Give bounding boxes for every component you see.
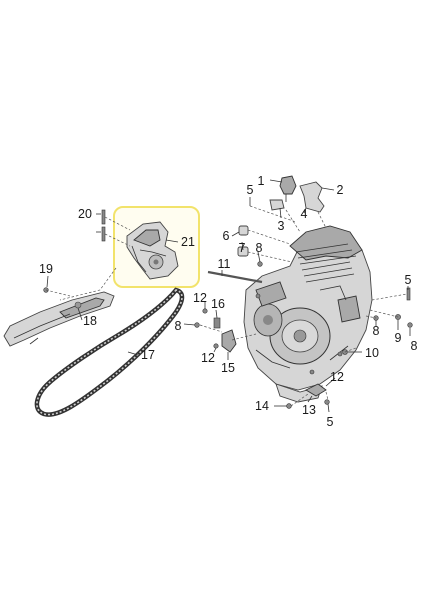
thermostat-fitting-part [269,175,297,211]
callout-5-right: 5 [405,273,412,287]
callout-8-right: 8 [411,339,418,353]
callout-3: 3 [278,219,285,233]
callout-10: 10 [365,346,379,360]
bracket-15-part [221,329,237,353]
sensor-13-part [305,383,327,397]
callout-16: 16 [211,297,225,311]
callout-7: 7 [239,241,246,255]
stud-11-part [207,270,263,284]
washer-16-part [213,317,221,329]
bolt-8-top-part [257,261,263,267]
leader-lines [46,179,411,413]
callout-8-left: 8 [175,319,182,333]
chain-guard-part [3,291,115,347]
bushing-6-part [238,225,249,236]
callout-8-top: 8 [256,241,263,255]
callout-14: 14 [255,399,269,413]
callout-12-left: 12 [193,291,207,305]
callout-6: 6 [223,229,230,243]
sprocket-cover-part [126,221,179,280]
bolt-5-bottom-part [324,399,330,405]
callout-13: 13 [302,403,316,417]
callout-11: 11 [218,257,231,271]
drive-chain-part [34,287,185,417]
engine-assembly-part [243,225,373,403]
callout-17: 17 [141,348,155,362]
bolt-14-part [286,403,292,409]
callout-2: 2 [337,183,344,197]
callout-9: 9 [395,331,402,345]
callout-21: 21 [181,235,195,249]
bolt-12b-part [213,343,219,349]
callout-labels: 1 2 3 4 5 5 5 6 7 8 8 8 8 9 10 11 12 12 … [39,174,417,429]
callout-5-top: 5 [247,183,254,197]
assembly-lines [45,205,408,407]
callout-19: 19 [39,262,53,276]
callout-5-bottom: 5 [327,415,334,429]
bolt-8-left-part [194,322,200,328]
bolt-20-part [101,209,106,242]
bolt-12-part [202,308,208,314]
bolt-5-right-part [406,287,411,301]
callout-20: 20 [78,207,92,221]
callout-4: 4 [301,207,308,221]
callout-18: 18 [83,314,97,328]
hose-pipe-part [299,181,325,213]
bolt-8-right-part [407,322,413,328]
callout-12-bottom: 12 [330,370,344,384]
callout-12-lower: 12 [201,351,215,365]
callout-1: 1 [258,174,265,188]
callout-15: 15 [221,361,235,375]
callout-8-mid: 8 [373,324,380,338]
